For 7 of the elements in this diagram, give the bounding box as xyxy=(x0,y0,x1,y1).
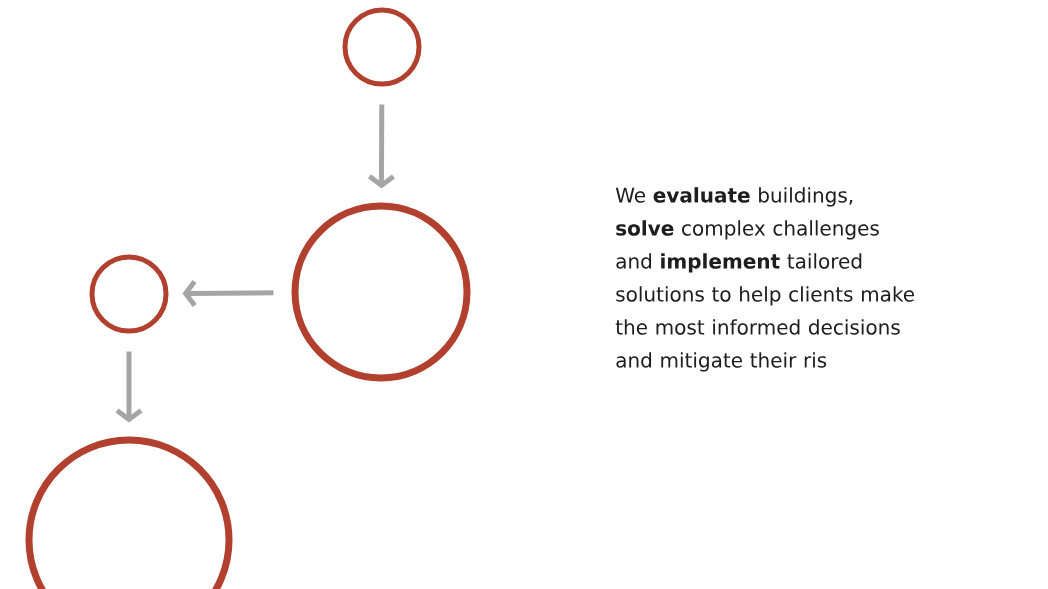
arrow xyxy=(115,351,143,423)
paragraph: We evaluate buildings, solve complex challenges and implement tailored solutions to help clients make the most informed decisions and mitigate their ris xyxy=(615,187,915,372)
circle xyxy=(291,202,471,382)
arrow xyxy=(182,280,274,307)
circle xyxy=(342,7,422,87)
arrow xyxy=(367,104,395,189)
circle xyxy=(89,254,169,334)
